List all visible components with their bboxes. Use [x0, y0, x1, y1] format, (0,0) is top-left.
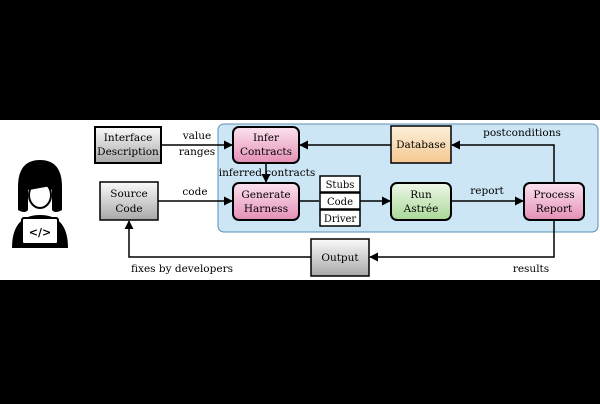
code-label: Code	[327, 197, 353, 208]
driver-label: Driver	[324, 214, 357, 225]
driver-box	[319, 209, 361, 227]
run-astree-node: Run Astrée	[390, 182, 452, 221]
run-astree-label-2: Astrée	[403, 203, 439, 215]
edge-label-results: results	[513, 263, 549, 275]
edge-report-to-database	[451, 140, 555, 183]
database-label: Database	[396, 139, 446, 151]
svg-text:</>: </>	[29, 226, 51, 239]
edge-label-value: value	[182, 130, 212, 142]
edge-label-code: code	[182, 186, 207, 198]
process-report-node: Process Report	[523, 182, 585, 221]
stubs-box	[319, 175, 361, 193]
interface-description-label-1: Interface	[104, 132, 153, 144]
generate-harness-node: Generate Harness	[232, 182, 300, 221]
edge-label-report: report	[470, 185, 504, 197]
edge-output-to-source	[124, 220, 311, 258]
source-code-node: Source Code	[99, 181, 159, 221]
infer-contracts-node: Infer Contracts	[232, 126, 300, 164]
edge-label-ranges: ranges	[179, 146, 215, 158]
database-node: Database	[390, 125, 452, 164]
edge-label-inferred-contracts: inferred contracts	[219, 167, 315, 179]
generate-harness-label-1: Generate	[241, 189, 290, 201]
stubs-label: Stubs	[326, 180, 355, 191]
edge-label-fixes-by-developers: fixes by developers	[131, 263, 233, 275]
generate-harness-label-2: Harness	[244, 203, 288, 215]
output-node: Output	[310, 238, 370, 277]
developer-with-laptop-icon: </>	[12, 160, 68, 248]
output-label: Output	[321, 252, 359, 264]
infer-contracts-label-2: Contracts	[240, 146, 292, 158]
source-code-label-2: Code	[115, 203, 142, 215]
edge-report-to-output	[369, 220, 555, 262]
interface-description-node: Interface Description	[94, 126, 162, 164]
harness-output-stack: Stubs Code Driver	[319, 175, 361, 227]
process-report-label-1: Process	[533, 189, 574, 201]
source-code-label-1: Source	[110, 188, 147, 200]
analysis-panel	[217, 123, 599, 233]
run-astree-label-1: Run	[410, 189, 432, 201]
process-report-label-2: Report	[536, 203, 573, 215]
infer-contracts-label-1: Infer	[253, 132, 280, 144]
edge-label-postconditions: postconditions	[483, 127, 561, 139]
interface-description-label-2: Description	[97, 146, 159, 158]
